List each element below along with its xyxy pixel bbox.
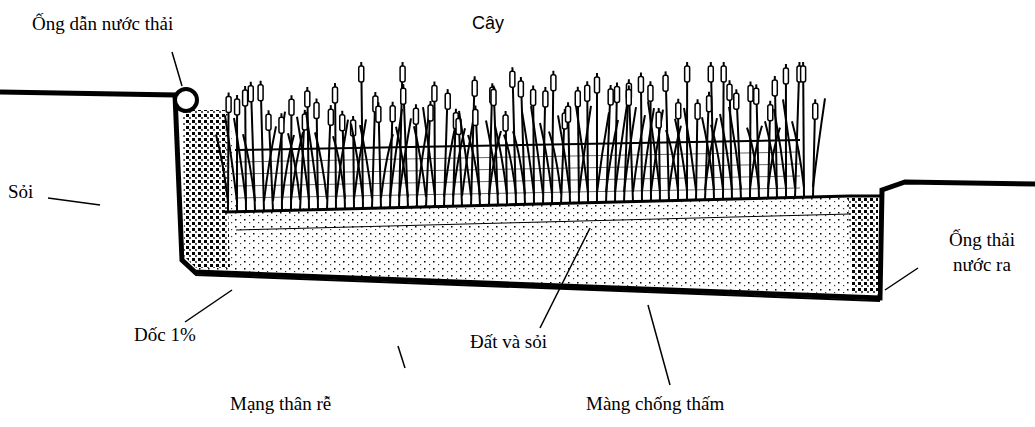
gravel-outlet [848, 196, 878, 294]
outlet-label: Ống thải nước ra [936, 228, 1028, 277]
slope-label: Dốc 1% [134, 323, 196, 348]
gravel-inlet [183, 110, 230, 268]
liner-label: Màng chống thấm [586, 392, 724, 417]
plants [216, 62, 825, 212]
leader-lines [48, 52, 918, 385]
water-line [236, 214, 850, 230]
inlet-pipe [175, 89, 197, 111]
gravel-label: Sỏi [8, 180, 33, 205]
trench-outline [0, 92, 1035, 298]
fill-label: Đất và sỏi [470, 330, 547, 355]
plant-label: Cây [472, 12, 504, 35]
pipe-label: Ống dẫn nước thải [32, 12, 173, 37]
rhizome-label: Mạng thân rễ [230, 392, 331, 417]
